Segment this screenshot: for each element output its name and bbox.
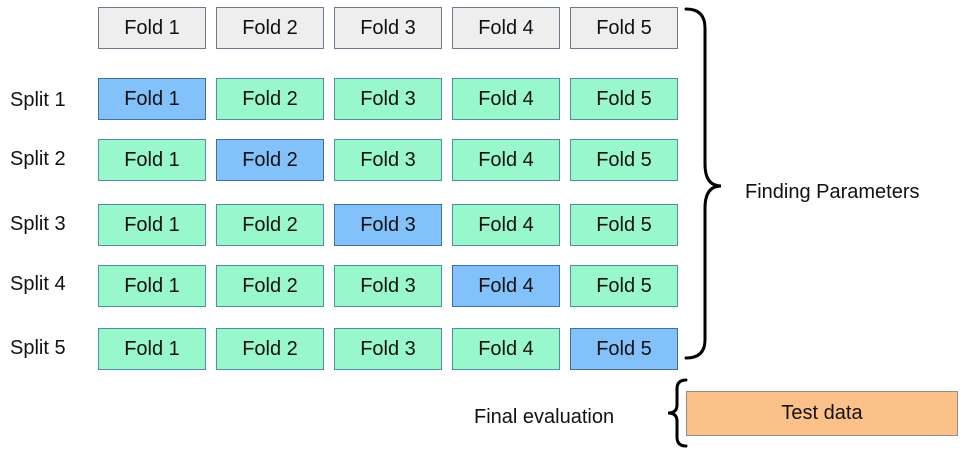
training-fold-cell: Fold 4 [452,139,560,181]
training-fold-cell: Fold 3 [334,328,442,370]
training-fold-cell: Fold 4 [452,204,560,246]
test-data-box: Test data [686,391,958,436]
training-fold-cell: Fold 5 [570,265,678,307]
training-fold-cell: Fold 2 [216,204,324,246]
finding-parameters-label: Finding Parameters [745,181,920,203]
training-fold-cell: Fold 1 [98,204,206,246]
training-fold-cell: Fold 1 [98,139,206,181]
training-fold-cell: Fold 1 [98,328,206,370]
validation-fold-cell: Fold 4 [452,265,560,307]
split-label: Split 4 [10,273,66,295]
training-fold-cell: Fold 3 [334,139,442,181]
header-fold-2: Fold 2 [216,7,324,49]
validation-fold-cell: Fold 2 [216,139,324,181]
final-evaluation-brace-icon [667,378,688,448]
training-fold-cell: Fold 2 [216,78,324,120]
split-label: Split 2 [10,148,66,170]
validation-fold-cell: Fold 5 [570,328,678,370]
training-fold-cell: Fold 5 [570,204,678,246]
training-fold-cell: Fold 2 [216,328,324,370]
training-fold-cell: Fold 3 [334,78,442,120]
training-fold-cell: Fold 4 [452,328,560,370]
header-fold-3: Fold 3 [334,7,442,49]
training-fold-cell: Fold 2 [216,265,324,307]
training-fold-cell: Fold 5 [570,78,678,120]
training-fold-cell: Fold 3 [334,265,442,307]
validation-fold-cell: Fold 1 [98,78,206,120]
split-label: Split 3 [10,213,66,235]
final-evaluation-label: Final evaluation [474,406,615,428]
validation-fold-cell: Fold 3 [334,204,442,246]
header-fold-5: Fold 5 [570,7,678,49]
training-fold-cell: Fold 4 [452,78,560,120]
header-fold-1: Fold 1 [98,7,206,49]
split-label: Split 5 [10,337,66,359]
training-fold-cell: Fold 1 [98,265,206,307]
training-fold-cell: Fold 5 [570,139,678,181]
parameters-brace-icon [684,7,722,360]
header-fold-4: Fold 4 [452,7,560,49]
split-label: Split 1 [10,89,66,111]
